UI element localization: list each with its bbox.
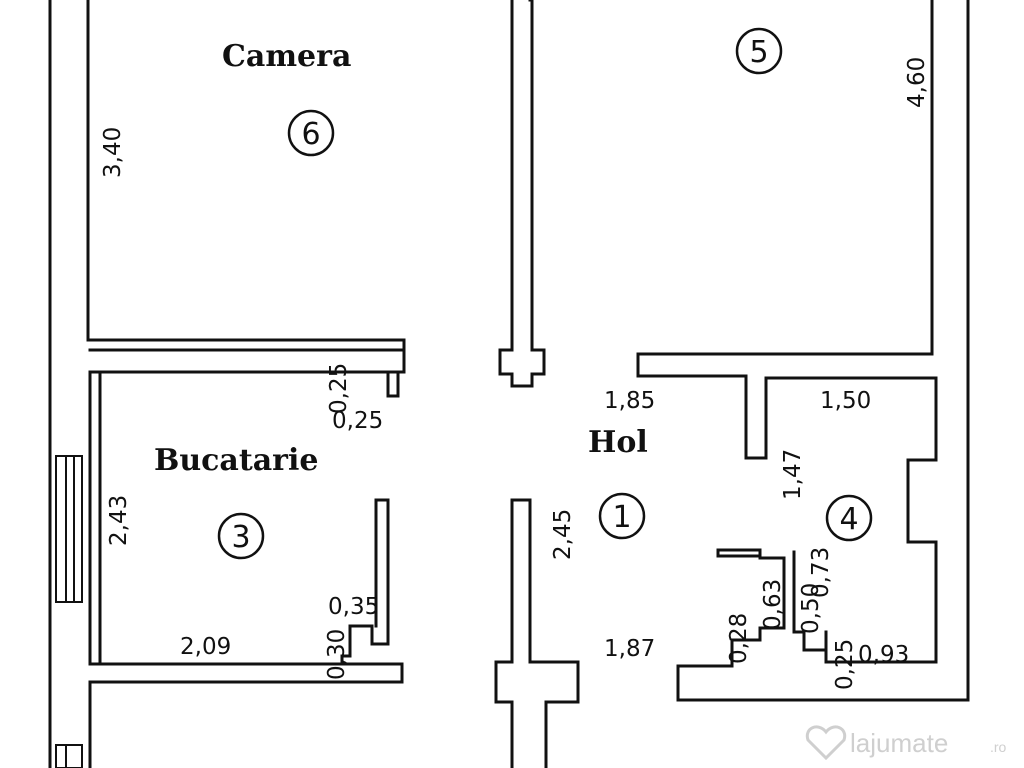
heart-icon	[805, 725, 847, 761]
room-number-circle	[598, 492, 646, 540]
dim-0-28: 0,28	[726, 613, 752, 664]
watermark-text: lajumate	[850, 728, 948, 758]
camera-room-walls	[86, 0, 406, 398]
watermark: lajumate .ro	[805, 725, 1007, 761]
dim-0-35: 0,35	[328, 594, 379, 620]
dim-1-50: 1,50	[820, 388, 871, 414]
dimension-labels: 3,40 4,60 0,25 0,25 1,85 1,50 2,43 2,45 …	[100, 57, 930, 690]
walls	[48, 0, 970, 768]
dim-2-43: 2,43	[106, 495, 132, 546]
dim-0-50: 0,50	[798, 583, 824, 634]
window-left-bottom	[55, 744, 83, 768]
dim-0-25-vertical: 0,25	[326, 363, 352, 414]
dim-1-47: 1,47	[780, 449, 806, 500]
watermark-suffix: .ro	[990, 739, 1007, 755]
window-left-kitchen	[55, 455, 83, 603]
kitchen-partition	[340, 498, 390, 666]
room-number-circle	[735, 27, 783, 75]
dim-1-85: 1,85	[604, 388, 655, 414]
dim-0-73: 0,73	[808, 547, 834, 598]
hall-right-upper	[636, 374, 938, 664]
dim-2-45: 2,45	[550, 509, 576, 560]
dim-0-25-bottom: 0,25	[832, 639, 858, 690]
room-label-camera: Camera	[222, 39, 351, 74]
room-number-circle	[825, 494, 873, 542]
dim-0-63: 0,63	[760, 579, 786, 630]
dim-0-93: 0,93	[858, 642, 909, 668]
room-number-text: 6	[301, 117, 320, 152]
room-numbers: 6 5 3 1 4	[217, 27, 873, 560]
room-number-1: 1	[598, 492, 646, 540]
room-number-text: 1	[612, 500, 631, 535]
central-wall-bottom	[494, 498, 580, 768]
room-number-text: 4	[839, 502, 858, 537]
dim-1-87: 1,87	[604, 636, 655, 662]
room-labels: Camera Bucatarie Hol	[154, 39, 648, 478]
room4-bottom	[676, 548, 970, 702]
kitchen-top-wall	[88, 370, 404, 768]
dim-0-25-horizontal: 0,25	[332, 408, 383, 434]
dim-3-40: 3,40	[100, 127, 126, 178]
kitchen-room-walls	[386, 370, 400, 398]
dim-4-60: 4,60	[904, 57, 930, 108]
room-number-text: 5	[749, 35, 768, 70]
room-number-5: 5	[735, 27, 783, 75]
room-number-3: 3	[217, 512, 265, 560]
dim-0-30: 0,30	[324, 629, 350, 680]
room-number-text: 3	[231, 520, 250, 555]
room4-inner-niche	[792, 550, 828, 652]
room-number-circle	[287, 109, 335, 157]
room-number-6: 6	[287, 109, 335, 157]
central-wall-top	[498, 0, 546, 388]
room-number-circle	[217, 512, 265, 560]
dim-2-09: 2,09	[180, 634, 231, 660]
room-label-bucatarie: Bucatarie	[154, 443, 318, 478]
room-number-4: 4	[825, 494, 873, 542]
room-label-hol: Hol	[588, 425, 648, 460]
